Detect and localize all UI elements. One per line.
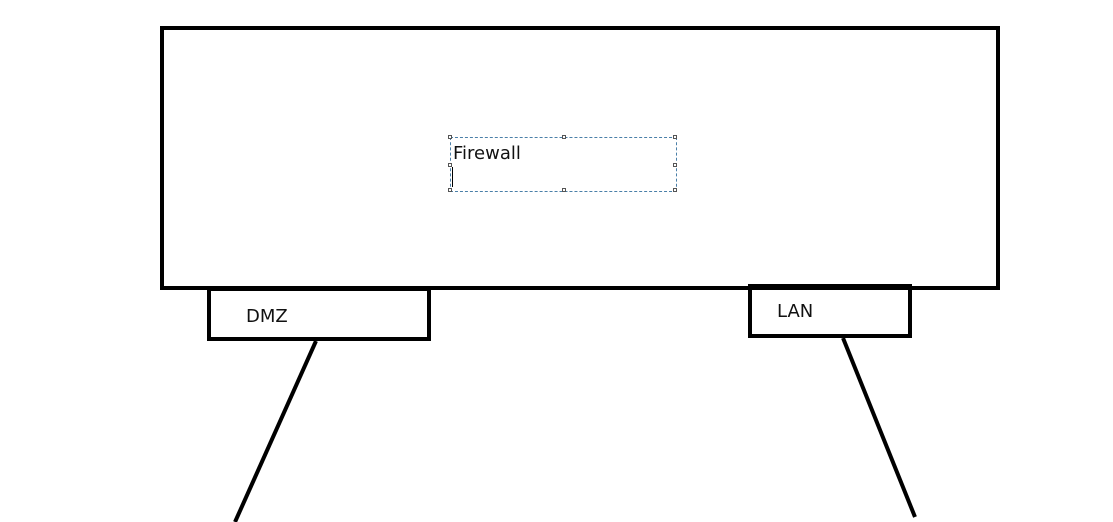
dmz-port-box[interactable] — [207, 287, 431, 341]
lan-label: LAN — [777, 301, 814, 322]
dmz-cable-line[interactable] — [233, 340, 318, 522]
lan-port-box[interactable] — [748, 284, 912, 338]
resize-handle-top-right[interactable] — [673, 135, 677, 139]
resize-handle-top-middle[interactable] — [562, 135, 566, 139]
resize-handle-middle-left[interactable] — [448, 163, 452, 167]
dmz-label: DMZ — [246, 306, 288, 327]
lan-cable-line[interactable] — [841, 337, 917, 518]
resize-handle-bottom-left[interactable] — [448, 188, 452, 192]
firewall-text-box-selected[interactable] — [448, 135, 677, 192]
resize-handle-bottom-middle[interactable] — [562, 188, 566, 192]
firewall-box[interactable] — [160, 26, 1000, 290]
text-cursor — [452, 167, 453, 187]
resize-handle-bottom-right[interactable] — [673, 188, 677, 192]
resize-handle-middle-right[interactable] — [673, 163, 677, 167]
firewall-label[interactable]: Firewall — [453, 143, 521, 164]
resize-handle-top-left[interactable] — [448, 135, 452, 139]
